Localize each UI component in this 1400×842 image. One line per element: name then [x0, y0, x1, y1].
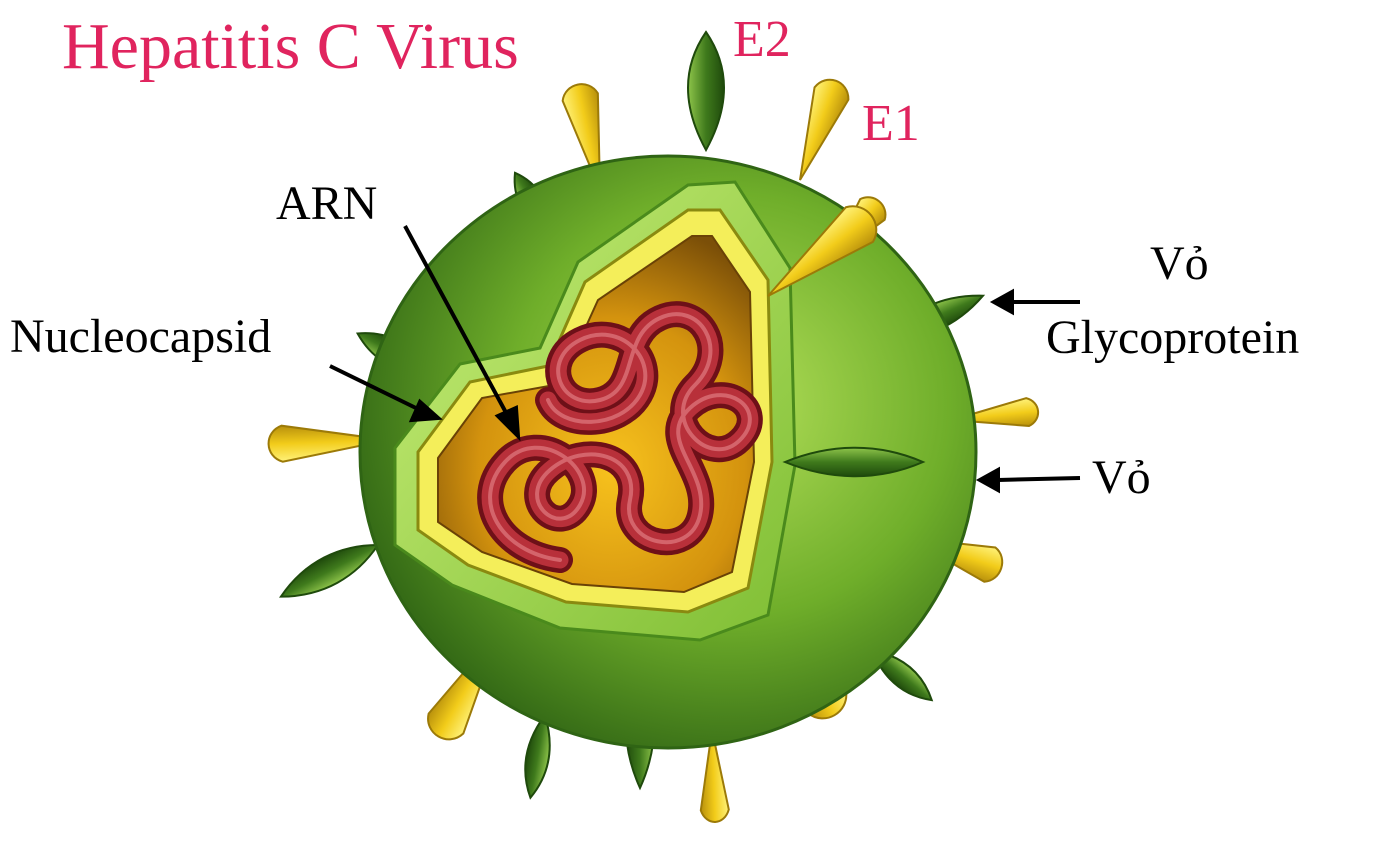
arrow-glycoprotein: [994, 292, 1080, 312]
label-rna: ARN: [276, 180, 377, 228]
label-envelope-glycoprotein-line1: Vỏ: [1150, 240, 1209, 288]
label-e1: E1: [862, 98, 920, 150]
label-envelope: Vỏ: [1092, 454, 1151, 502]
spike-e1-right-top: [783, 75, 853, 186]
spike-e2-top: [688, 32, 724, 150]
spike-e2-left-lower: [274, 532, 385, 609]
label-nucleocapsid: Nucleocapsid: [10, 313, 271, 361]
diagram-title: Hepatitis C Virus: [62, 14, 519, 80]
arrow-envelope: [980, 470, 1080, 490]
label-e2: E2: [733, 14, 791, 66]
label-envelope-glycoprotein-line2: Glycoprotein: [1046, 314, 1299, 362]
